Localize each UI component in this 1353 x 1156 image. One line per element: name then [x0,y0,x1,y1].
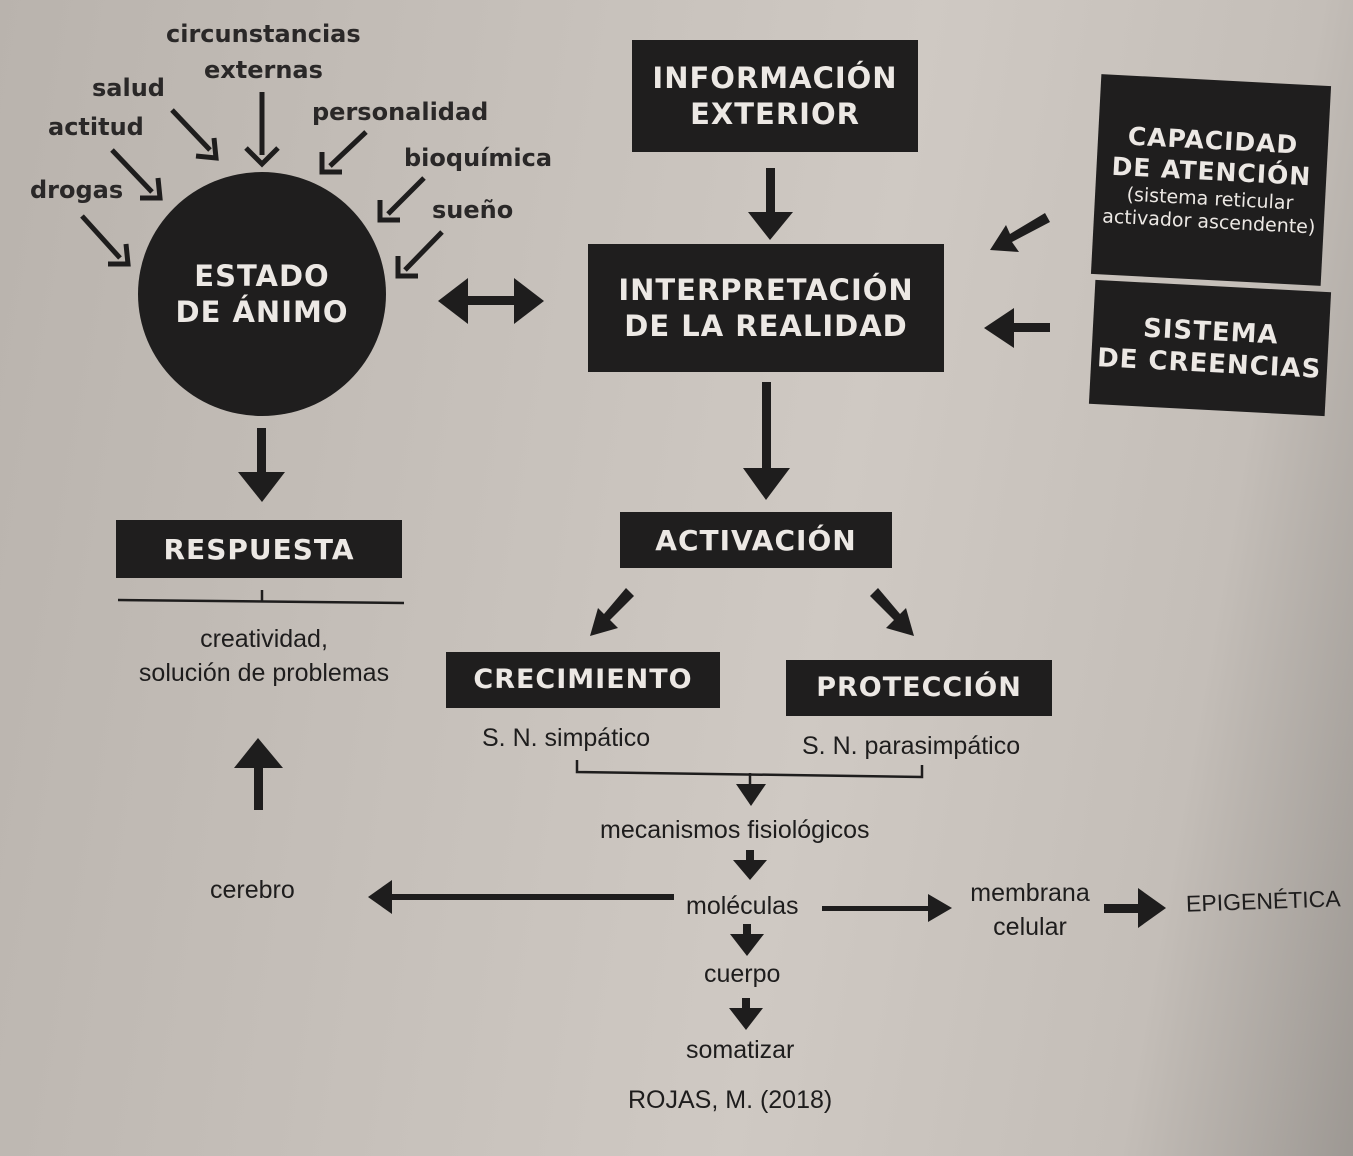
creatividad-line-1: creatividad, [200,625,328,653]
arrow-personalidad [328,130,368,168]
capacidad-atencion-node: CAPACIDAD DE ATENCIÓN (sistema reticular… [1090,74,1332,286]
estado-line-1: ESTADO [194,258,330,293]
arrow-capacidad-to-interp [990,213,1050,252]
proteccion-node: PROTECCIÓN [786,660,1052,716]
factor-sueno: sueño [432,196,514,224]
info-line-1: INFORMACIÓN [652,60,898,95]
moleculas-label: moléculas [686,892,799,920]
estado-line-2: DE ÁNIMO [175,295,349,329]
factor-bioquimica: bioquímica [404,144,553,172]
interp-line-2: DE LA REALIDAD [624,309,908,343]
factor-personalidad: personalidad [312,98,489,126]
membrana-celular: membrana celular [960,876,1100,944]
interp-line-1: INTERPRETACIÓN [618,272,914,307]
creencias-line-2: DE CREENCIAS [1096,343,1322,385]
arrow-actitud [110,148,154,194]
cerebro-label: cerebro [210,876,295,904]
factor-externas: externas [204,56,323,84]
membrana-line-2: celular [993,913,1067,941]
citation: ROJAS, M. (2018) [628,1086,833,1114]
epigenetica-label: EPIGENÉTICA [1185,885,1342,917]
info-line-2: EXTERIOR [690,97,860,131]
creatividad-line-2: solución de problemas [138,659,390,687]
interpretacion-realidad-node: INTERPRETACIÓN DE LA REALIDAD [588,244,944,372]
sn-simpatico: S. N. simpático [482,724,651,752]
respuesta-node: RESPUESTA [116,520,402,578]
somatizar-label: somatizar [686,1036,795,1064]
arrow-bioquimica [386,176,426,216]
activacion-node: ACTIVACIÓN [620,512,892,568]
factor-salud: salud [92,74,165,102]
respuesta-detail: creatividad, solución de problemas [114,622,414,690]
arrow-salud [170,108,212,152]
estado-de-animo-node: ESTADO DE ÁNIMO [138,172,386,416]
arrow-sueno [403,230,444,272]
factor-drogas: drogas [30,176,124,204]
cuerpo-label: cuerpo [704,960,781,988]
factor-circunstancias: circunstancias [166,20,361,48]
informacion-exterior-node: INFORMACIÓN EXTERIOR [632,40,918,152]
membrana-line-1: membrana [970,879,1090,907]
sistema-creencias-node: SISTEMA DE CREENCIAS [1088,279,1332,417]
crecimiento-node: CRECIMIENTO [446,652,720,708]
arrow-drogas [80,214,122,260]
mecanismos-fisiologicos: mecanismos fisiológicos [600,816,870,844]
sn-parasimpatico: S. N. parasimpático [802,732,1021,760]
factor-actitud: actitud [48,113,144,141]
